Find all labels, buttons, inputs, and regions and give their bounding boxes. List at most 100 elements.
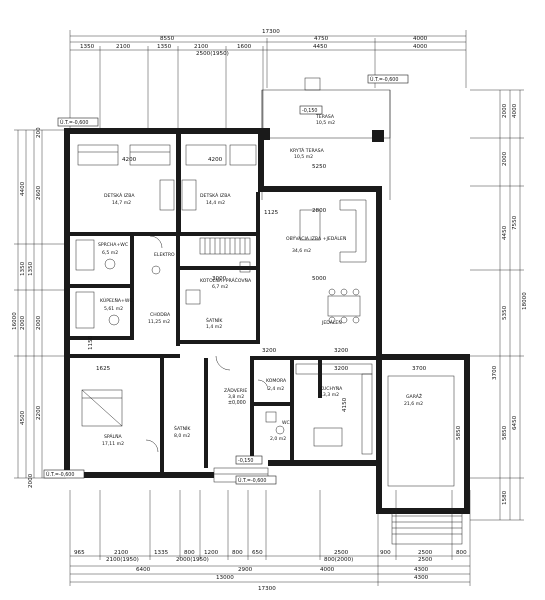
dim-left-4: 4500: [20, 410, 26, 425]
inner-dim-11: 3700: [412, 366, 427, 372]
level-entrance: -0,150: [238, 458, 253, 464]
dim-top-g: 4000: [413, 44, 428, 50]
room-wc-area: 2,0 m2: [270, 436, 286, 442]
inner-dim-6: 5000: [312, 276, 327, 282]
dim-right-1: 7550: [512, 215, 518, 230]
dim-bottom-sub-3: 800(2000): [324, 557, 353, 563]
dim-right-3: 4000: [512, 103, 518, 118]
room-garaz-area: 21,6 m2: [404, 401, 423, 407]
room-chodba-area: 11,25 m2: [148, 319, 170, 325]
dim-bottom-i: 900: [380, 550, 391, 556]
level-ut-bottom: Ú.T.=-0,600: [238, 477, 266, 484]
dim-bottom-a: 965: [74, 550, 85, 556]
dim-left-s2: 2600: [36, 185, 42, 200]
room-komora-name: KOMORA: [266, 378, 287, 384]
inner-dim-4: 2800: [312, 208, 327, 214]
dim-top-f: 4450: [313, 44, 328, 50]
dim-left-3: 2000: [20, 315, 26, 330]
dim-bottom-j: 2500: [418, 550, 433, 556]
dim-right-2: 6450: [512, 415, 518, 430]
room-kryta-terasa-area: 10,5 m2: [294, 154, 313, 160]
room-terasa-name: TERASA: [315, 114, 335, 120]
dim-left-1: 4400: [20, 181, 26, 196]
room-terasa-area: 10,5 m2: [316, 120, 335, 126]
dim-left-2: 1350: [20, 261, 26, 276]
inner-dim-5: 5250: [312, 164, 327, 170]
dim-left-total: 16000: [12, 312, 18, 330]
level-markers-bottom: Ú.T.=-0,600 -0,150 Ú.T.=-0,600 ±0,000: [43, 400, 277, 485]
furniture: [75, 144, 463, 545]
dim-top-b: 2100: [116, 44, 131, 50]
room-kupelna-wc-area: 5,61 m2: [104, 306, 123, 312]
dim-left-s6: 2000: [28, 473, 34, 488]
dim-top-total: 17300: [262, 29, 280, 35]
dim-right-s7: 1580: [502, 490, 508, 505]
room-chodba-name: CHODBA: [150, 312, 171, 318]
level-terasa: -0,150: [302, 108, 317, 114]
interior-walls: [70, 134, 380, 472]
inner-dimensions: 4200 4200 1125 2800 5250 5000 3000 3200 …: [88, 157, 462, 440]
room-detska-izba-1-name: DETSKÁ IZBA: [104, 192, 135, 199]
room-labels: DETSKÁ IZBA 14,7 m2 DETSKÁ IZBA 14,4 m2 …: [98, 114, 423, 447]
inner-dim-3: 1125: [264, 210, 279, 216]
dim-top-a: 1350: [80, 44, 95, 50]
dim-right-s2: 2000: [502, 151, 508, 166]
room-spalna-name: SPÁLŇA: [104, 433, 123, 440]
room-satnik-1-area: 1,4 m2: [206, 324, 222, 330]
level-ut-left: Ú.T.=-0,600: [46, 471, 74, 478]
room-kotolna-area: 6,7 m2: [212, 284, 228, 290]
dim-bottom-sub-4: 2500: [418, 557, 433, 563]
top-dimensions: 17300 8550 4750 4000 1350 2100 1350 2100…: [69, 29, 467, 128]
dim-top-c: 1350: [157, 44, 172, 50]
room-kuchyna-name: KUCHYŇA: [320, 385, 343, 392]
room-detska-izba-2-name: DETSKÁ IZBA: [200, 192, 231, 199]
room-satnik-2-area: 8,0 m2: [174, 433, 190, 439]
level-ut-top-left: Ú.T.=-0,600: [60, 119, 88, 126]
room-spalna-area: 17,11 m2: [102, 441, 124, 447]
dim-bottom-sub-1: 2100(1950): [106, 557, 139, 563]
room-komora-area: 2,4 m2: [268, 386, 284, 392]
dim-bottom-r2-2: 2900: [238, 567, 253, 573]
dim-right-s5: 3700: [492, 365, 498, 380]
dim-bottom-g: 650: [252, 550, 263, 556]
room-elektro-name: ELEKTRO: [154, 252, 175, 258]
level-zadverie: ±0,000: [228, 400, 246, 406]
room-kotolna-name: KOTOLŇA+PRÁČOVŇA: [200, 277, 252, 284]
inner-dim-15: 3200: [334, 366, 349, 372]
dim-top-3: 4000: [413, 36, 428, 42]
room-jedalen-name: JEDÁLEŇ: [321, 319, 342, 326]
room-zadverie-area: 3,8 m2: [228, 394, 244, 400]
room-obyvacia-izba-name: OBÝVACIA IZBA +JEDÁLEŇ: [286, 235, 346, 242]
inner-dim-13: 1150: [88, 335, 94, 350]
room-sprcha-wc-name: SPRCHA+WC: [98, 242, 128, 248]
room-kuchyna-area: 13,3 m2: [320, 392, 339, 398]
inner-dim-8: 3200: [262, 348, 277, 354]
dim-left-s3: 2000: [36, 315, 42, 330]
room-detska-izba-1-area: 14,7 m2: [112, 200, 131, 206]
dim-bottom-f: 800: [232, 550, 243, 556]
inner-dim-12: 4150: [342, 397, 348, 412]
dim-bottom-b: 2100: [114, 550, 129, 556]
room-obyvacia-izba-area: 34,6 m2: [292, 248, 311, 254]
dim-top-d: 2100: [194, 44, 209, 50]
inner-dim-7: 3000: [212, 276, 227, 282]
dim-right-s1: 2000: [502, 103, 508, 118]
dim-bottom-r2-3: 4000: [320, 567, 335, 573]
dim-bottom-total: 17300: [258, 586, 276, 592]
exterior-walls: [64, 128, 470, 514]
dim-right-s6: 5850: [502, 425, 508, 440]
inner-dim-14: 5850: [456, 425, 462, 440]
terrace: [261, 77, 391, 200]
room-satnik-2-name: ŠATNÍK: [174, 425, 191, 432]
inner-dim-10: 1625: [96, 366, 111, 372]
dim-left-s5: 1350: [28, 261, 34, 276]
dim-top-e: 1600: [237, 44, 252, 50]
dim-bottom-c: 1335: [154, 550, 169, 556]
left-dimensions: 16000 4400 1350 2000 4500 200 2600 2000 …: [12, 127, 66, 488]
inner-dim-1: 4200: [122, 157, 137, 163]
inner-dim-9: 3200: [334, 348, 349, 354]
room-garaz-name: GARÁŽ: [406, 392, 422, 400]
dim-bottom-r3-1: 13000: [216, 575, 234, 581]
dim-bottom-r2-4: 4300: [414, 567, 429, 573]
